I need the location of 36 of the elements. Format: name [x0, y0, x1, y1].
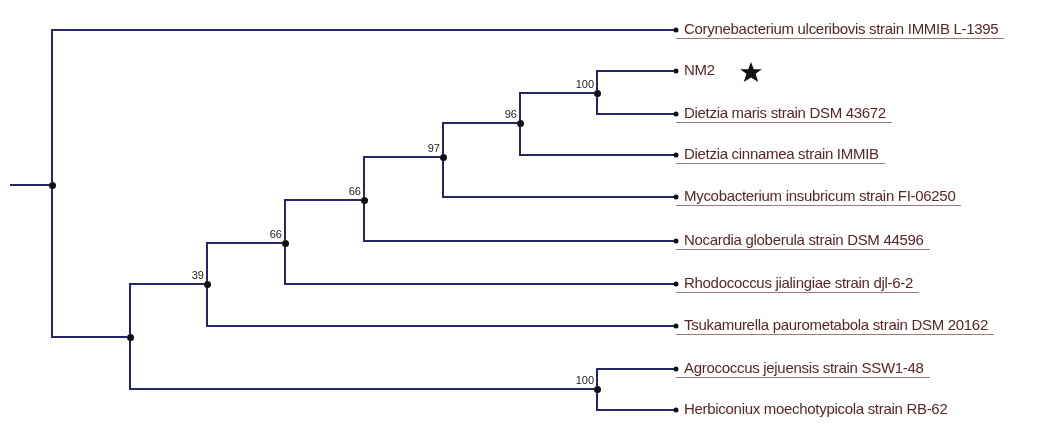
tree-branch: [519, 125, 679, 158]
tree-branch: [363, 202, 679, 244]
bootstrap-value: 100: [574, 78, 594, 90]
taxon-label: Dietzia maris strain DSM 43672: [676, 104, 892, 123]
tree-branch: [129, 283, 205, 335]
taxon-label: Rhodococcus jialingiae strain djl-6-2: [676, 274, 920, 293]
taxon-label: Agrococcus jejuensis strain SSW1-48: [676, 359, 930, 378]
tree-branch: [596, 366, 679, 387]
taxon-label: Herbiconiux moechotypicola strain RB-62: [676, 400, 954, 418]
bootstrap-value: 97: [426, 142, 440, 154]
tree-branch: [9, 184, 50, 186]
bootstrap-value: 39: [190, 269, 204, 281]
taxon-label: Tsukamurella paurometabola strain DSM 20162: [676, 316, 994, 335]
bootstrap-value: 96: [503, 108, 517, 120]
taxon-label: Mycobacterium insubricum strain FI-06250: [676, 187, 962, 206]
tree-branch: [596, 95, 679, 117]
taxon-label: Corynebacterium ulceribovis strain IMMIB L-1395: [676, 20, 1005, 39]
tree-branch: [51, 27, 679, 183]
tree-branch: [206, 286, 679, 329]
bootstrap-value: 66: [268, 228, 282, 240]
taxon-label: Dietzia cinnamea strain IMMIB: [676, 145, 885, 164]
tree-branch: [442, 159, 679, 200]
taxon-label: NM2: [676, 61, 721, 79]
tree-branch: [129, 339, 595, 390]
tree-branch: [51, 187, 128, 338]
tree-branch: [363, 156, 441, 198]
tree-branch: [284, 199, 362, 241]
tree-branch: [596, 391, 679, 413]
tree-branch: [442, 122, 518, 155]
bootstrap-value: 66: [347, 185, 361, 197]
tree-branch: [519, 92, 595, 121]
taxon-label: Nocardia globerula strain DSM 44596: [676, 231, 930, 250]
tree-branch: [206, 242, 283, 282]
bootstrap-value: 100: [574, 374, 594, 386]
tree-branch: [596, 68, 679, 91]
tree-branch: [284, 245, 679, 287]
